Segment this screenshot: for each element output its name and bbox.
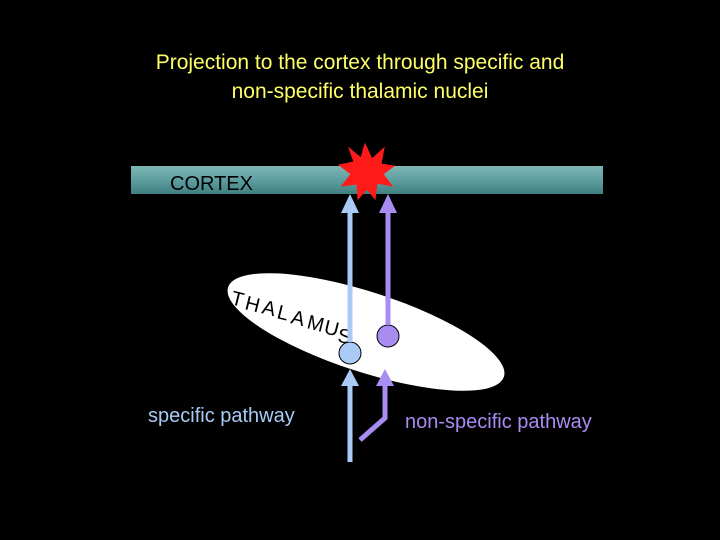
- cortex-label: CORTEX: [170, 173, 253, 195]
- thalamus-letter-7: U: [322, 317, 341, 342]
- nonspecific-upper-arrowhead: [379, 194, 397, 213]
- thalamus-letter-2: H: [243, 293, 262, 318]
- title-line-2: non-specific thalamic nuclei: [231, 80, 489, 103]
- specific-upper-arrowhead: [341, 194, 359, 213]
- title-line-1: Projection to the cortex through specifi…: [155, 51, 565, 74]
- specific-relay-neuron: [338, 341, 362, 365]
- diagram-title: Projection to the cortex through specifi…: [0, 48, 720, 106]
- thalamus-letter-5: A: [289, 307, 308, 332]
- thalamus-ellipse: [227, 273, 505, 391]
- specific-pathway: [338, 194, 362, 462]
- thalamus-letter-3: A: [260, 297, 279, 322]
- nonspecific-pathway: [358, 194, 400, 442]
- thalamus-letter-6: M: [305, 312, 326, 337]
- thalamus-label: T H A L A M U S: [229, 288, 353, 349]
- specific-lower-arrowhead: [341, 369, 359, 386]
- nonspecific-pathway-label: non-specific pathway: [405, 411, 592, 433]
- thalamus-letter-1: T: [229, 288, 246, 312]
- thalamus-letter-4: L: [275, 302, 291, 326]
- specific-pathway-label: specific pathway: [148, 405, 295, 427]
- nonspecific-lower-arrowhead: [376, 369, 394, 386]
- starburst-icon: [337, 142, 396, 201]
- nonspecific-relay-neuron: [376, 324, 400, 348]
- nonspecific-lower-branch: [358, 384, 388, 442]
